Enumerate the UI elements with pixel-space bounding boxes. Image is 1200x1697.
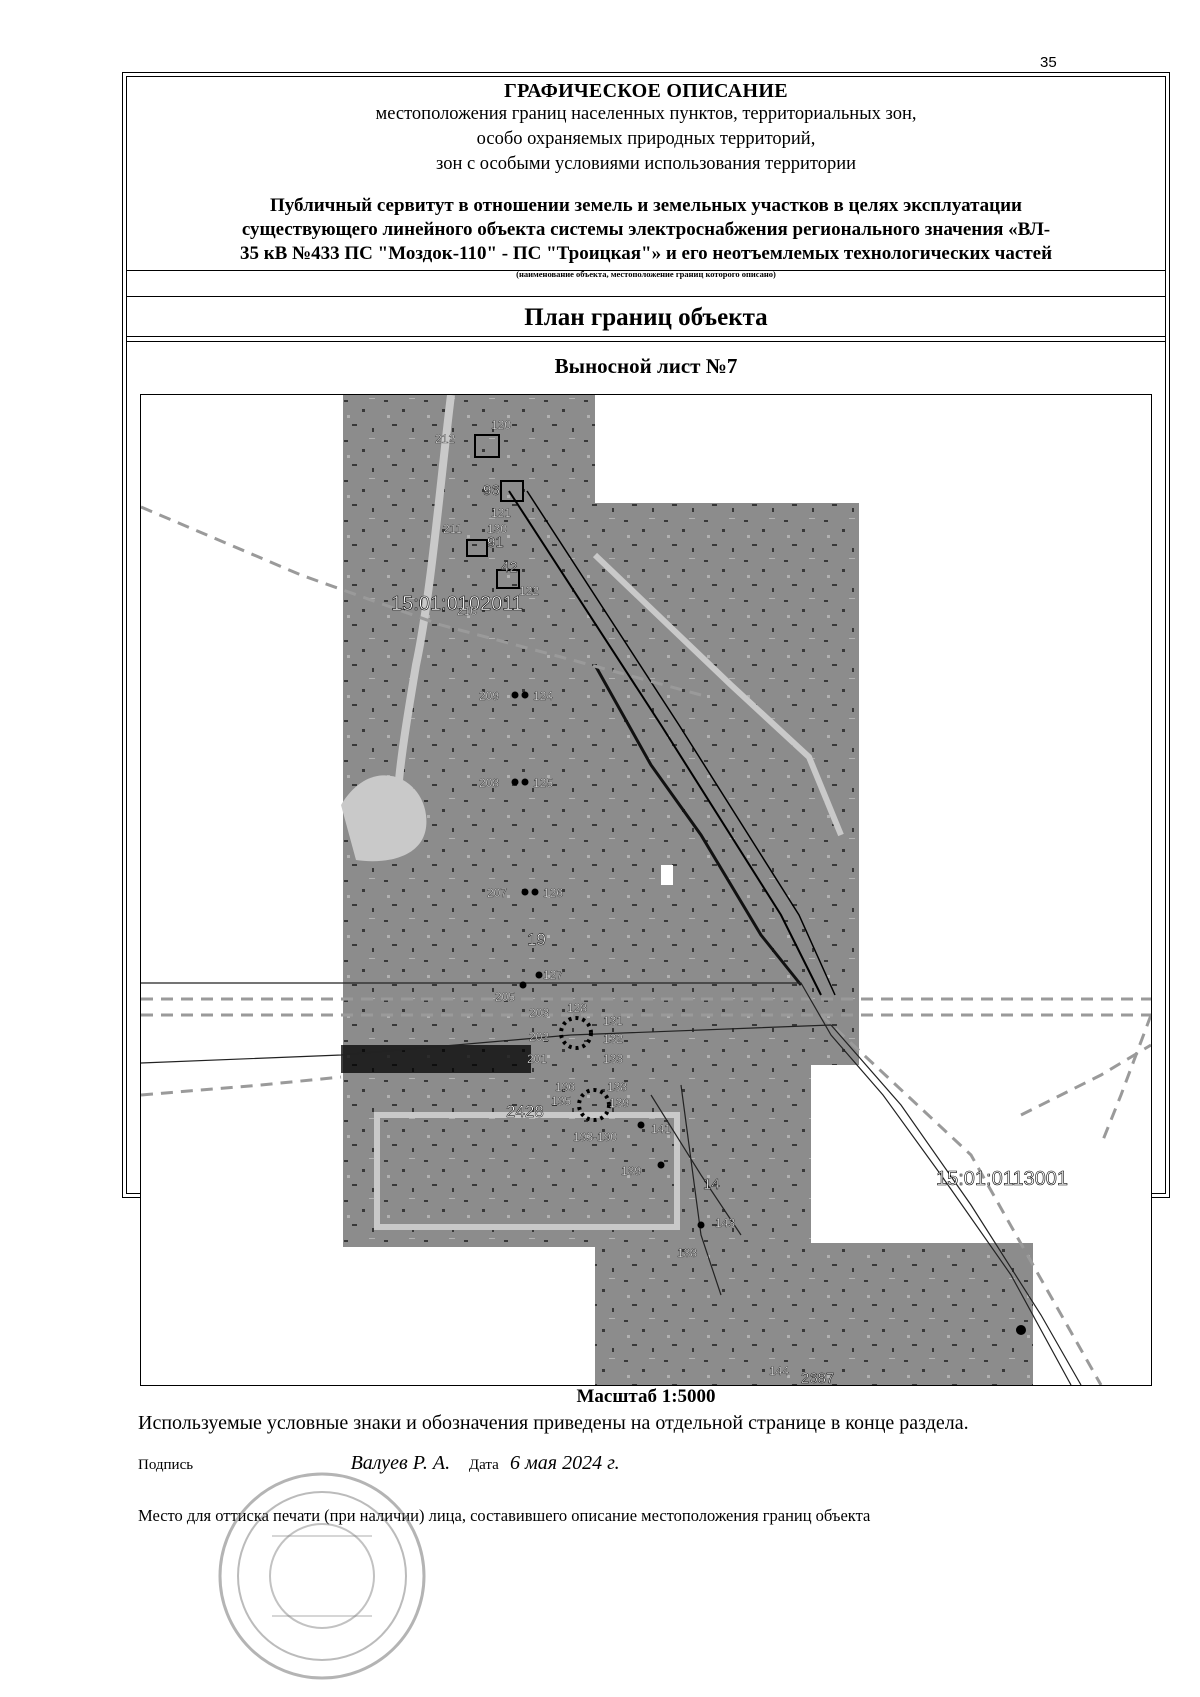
point-label: 193-190 xyxy=(573,1130,617,1144)
point-label: 144 xyxy=(769,1364,789,1378)
parcel-label-19: 19 xyxy=(527,930,546,949)
dotted-rings xyxy=(559,1016,611,1122)
point-label: 208 xyxy=(479,776,499,790)
point-label: 188 xyxy=(677,1246,697,1260)
object-name-line-2: существующего линейного объекта системы … xyxy=(241,219,1051,240)
point-label: 130 xyxy=(487,522,507,536)
raster-field-outline xyxy=(374,1112,680,1230)
point-label: 138 xyxy=(607,1080,627,1094)
point-label: 126 xyxy=(543,886,563,900)
seal-note: Место для оттиска печати (при наличии) л… xyxy=(138,1506,871,1525)
point-label: 131 xyxy=(603,1014,623,1028)
divider-plan-top xyxy=(126,336,1166,337)
raster-light-road-east xyxy=(592,552,844,837)
sheet-title: Выносной лист №7 xyxy=(554,354,738,378)
map-canvas: 15:01:0102011 15:01:0113001 19 2428 96 9… xyxy=(141,395,1151,1385)
point-label: 125 xyxy=(533,776,553,790)
point-label: 139 xyxy=(609,1096,629,1110)
parcel-label-42: 42 xyxy=(501,559,518,576)
object-name-line-3: 35 кВ №433 ПС "Моздок-110" - ПС "Троицка… xyxy=(239,243,1053,264)
signer-name: Валуев Р. А. xyxy=(350,1452,451,1474)
object-name-line-1: Публичный сервитут в отношении земель и … xyxy=(270,195,1022,216)
point-label: 124 xyxy=(533,689,553,703)
point-label: 133 xyxy=(603,1052,623,1066)
parcel-label-96: 96 xyxy=(483,482,500,499)
seal-stamp-icon xyxy=(212,1466,432,1691)
raster-imagery xyxy=(341,395,1033,1385)
legend-note: Используемые условные знаки и обозначени… xyxy=(138,1412,969,1434)
object-name: Публичный сервитут в отношении земель и … xyxy=(130,194,1162,266)
raster-white-building xyxy=(661,865,673,885)
boundary-lines xyxy=(141,505,1151,1385)
point-label: 132 xyxy=(603,1032,623,1046)
point-label: 189 xyxy=(621,1164,641,1178)
document-header: ГРАФИЧЕСКОЕ ОПИСАНИЕ местоположения гран… xyxy=(130,80,1162,177)
signature-line: Подпись Валуев Р. А. Дата 6 мая 2024 г. xyxy=(138,1452,620,1475)
point-label: 201 xyxy=(527,1052,547,1066)
divider-object xyxy=(126,270,1166,271)
page-number: 35 xyxy=(1040,54,1057,71)
point-label: 143 xyxy=(715,1216,735,1230)
point-labels: 212 120 121 130 211 122 210 209 124 208 … xyxy=(435,418,790,1378)
point-label: 196 xyxy=(555,1080,575,1094)
point-label: 203 xyxy=(529,1006,549,1020)
date-label: Дата xyxy=(468,1457,499,1473)
point-label: 212 xyxy=(435,432,455,446)
divider-plan-bottom xyxy=(126,341,1166,342)
subtitle-line-3: зон с особыми условиями использования те… xyxy=(436,154,856,174)
parcel-label-2428: 2428 xyxy=(506,1102,544,1121)
point-label: 209 xyxy=(479,689,499,703)
subtitle-line-1: местоположения границ населенных пунктов… xyxy=(375,104,917,124)
raster-dark-strip xyxy=(341,1045,531,1073)
parcel-outlines xyxy=(466,434,524,589)
parcel-label-2687: 2687 xyxy=(801,1370,834,1385)
point-label: 122 xyxy=(519,584,539,598)
road-corridor xyxy=(508,490,836,996)
plan-title: План границ объекта xyxy=(524,304,768,331)
parcel-label-14: 14 xyxy=(703,1176,720,1193)
map-scale: Масштаб 1:5000 xyxy=(576,1386,716,1407)
point-label: 202 xyxy=(529,1030,549,1044)
object-note: (наименование объекта, местоположение гр… xyxy=(516,269,776,279)
point-label: 121 xyxy=(491,506,511,520)
point-label: 141 xyxy=(651,1122,671,1136)
boundary-points xyxy=(511,691,1026,1335)
point-label: 207 xyxy=(487,886,507,900)
signature-label: Подпись xyxy=(138,1457,194,1473)
point-label: 127 xyxy=(543,968,563,982)
point-label: 120 xyxy=(491,418,511,432)
servitude-boundary xyxy=(141,982,1082,1385)
subtitle-line-2: особо охраняемых природных территорий, xyxy=(476,129,816,149)
point-label: 128 xyxy=(567,1001,587,1015)
point-label: 205 xyxy=(495,990,515,1004)
parcel-label-91: 91 xyxy=(487,534,504,551)
point-label: 195 xyxy=(551,1094,571,1108)
divider-note xyxy=(126,296,1166,297)
map-labels: 15:01:0102011 15:01:0113001 19 2428 96 9… xyxy=(391,482,1069,1385)
document-title: ГРАФИЧЕСКОЕ ОПИСАНИЕ xyxy=(504,80,788,102)
cadastral-label-1: 15:01:0102011 xyxy=(391,593,523,615)
raster-light-pond xyxy=(341,775,427,862)
point-label: 211 xyxy=(443,522,462,536)
map-view[interactable]: 15:01:0102011 15:01:0113001 19 2428 96 9… xyxy=(140,394,1152,1386)
cadastral-label-2: 15:01:0113001 xyxy=(936,1168,1068,1190)
point-label: 210 xyxy=(457,604,477,618)
date-value: 6 мая 2024 г. xyxy=(510,1452,620,1474)
